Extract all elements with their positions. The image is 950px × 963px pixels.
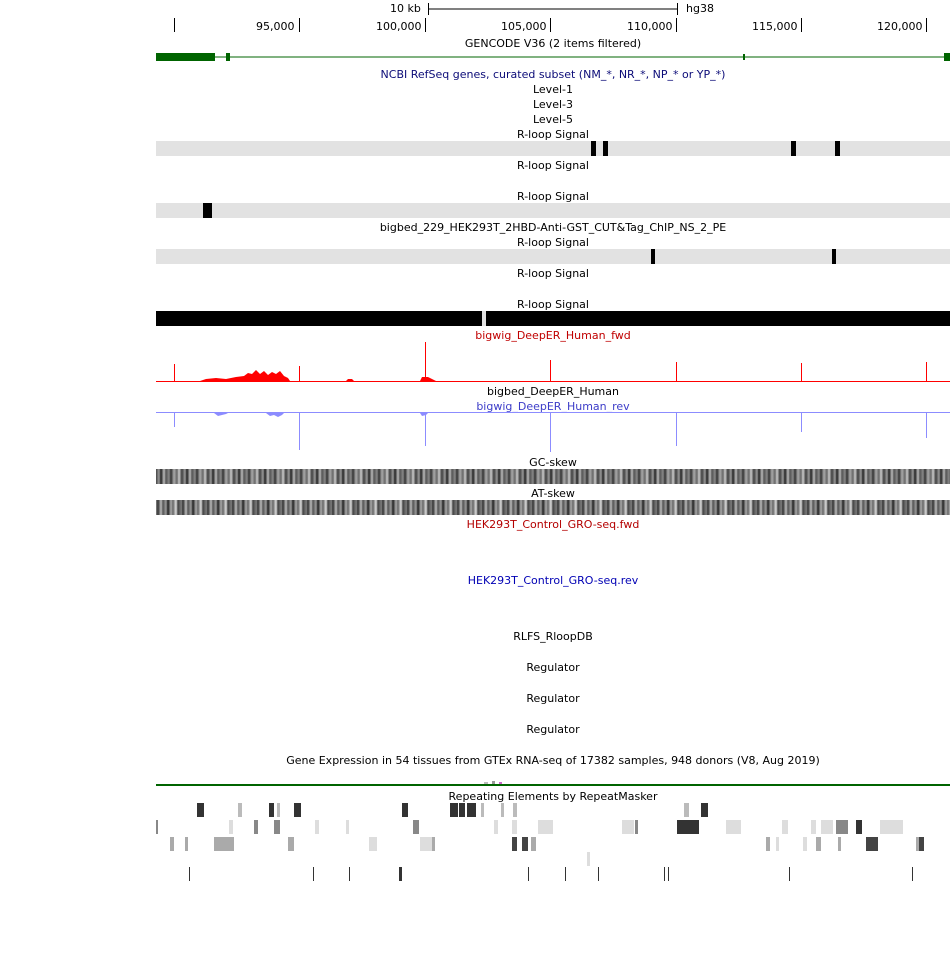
rloop-track-label-6[interactable]: R-loop Signal — [517, 298, 589, 311]
rloop-track-label-5[interactable]: R-loop Signal — [517, 267, 589, 280]
gtex-track-label[interactable]: Gene Expression in 54 tissues from GTEx … — [286, 754, 820, 767]
level1-track-label[interactable]: Level-1 — [532, 83, 573, 96]
rloop-feature[interactable] — [835, 141, 840, 156]
at-skew-track-label[interactable]: AT-skew — [531, 487, 575, 500]
position-axis — [174, 18, 927, 32]
deeper-bigbed-track-label[interactable]: bigbed_DeepER_Human — [486, 385, 619, 398]
tick-120000: 120,000 — [877, 20, 923, 33]
regulator-track-label-1[interactable]: Regulator — [526, 661, 580, 674]
deeper-fwd-track-label[interactable]: bigwig_DeepER_Human_fwd — [475, 329, 631, 342]
regulator-track-label-2[interactable]: Regulator — [526, 692, 580, 705]
scale-label: 10 kb — [390, 2, 421, 15]
rloop-feature[interactable] — [591, 141, 596, 156]
tick-110000: 110,000 — [627, 20, 673, 33]
rloop-track-4[interactable] — [156, 249, 950, 264]
rloop-feature[interactable] — [603, 141, 608, 156]
deeper-rev-track-label[interactable]: bigwig_DeepER_Human_rev — [476, 400, 630, 413]
rloop-track-label-1[interactable]: R-loop Signal — [517, 128, 589, 141]
repeatmasker-track-label[interactable]: Repeating Elements by RepeatMasker — [448, 790, 658, 803]
tick-95000: 95,000 — [256, 20, 295, 33]
deeper-fwd-signal[interactable] — [156, 342, 950, 382]
regulator-track-label-3[interactable]: Regulator — [526, 723, 580, 736]
gtex-expression-bars[interactable] — [156, 778, 950, 788]
tick-115000: 115,000 — [752, 20, 798, 33]
rloop-feature[interactable] — [651, 249, 655, 264]
assembly-label: hg38 — [686, 2, 714, 15]
rlfs-track-label[interactable]: RLFS_RloopDB — [513, 630, 593, 643]
level3-track-label[interactable]: Level-3 — [532, 98, 573, 111]
gencode-track-label[interactable]: GENCODE V36 (2 items filtered) — [464, 37, 642, 50]
tick-105000: 105,000 — [501, 20, 547, 33]
level5-track-label[interactable]: Level-5 — [532, 113, 573, 126]
rloop-feature[interactable] — [203, 203, 212, 218]
rloop-track-label-2[interactable]: R-loop Signal — [517, 159, 589, 172]
bigbed-229-track-label[interactable]: bigbed_229_HEK293T_2HBD-Anti-GST_CUT&Tag… — [379, 221, 727, 234]
gc-skew-heatmap[interactable] — [156, 469, 950, 484]
rloop-track-label-3[interactable]: R-loop Signal — [517, 190, 589, 203]
deeper-rev-signal[interactable] — [156, 412, 950, 452]
gc-skew-track-label[interactable]: GC-skew — [529, 456, 577, 469]
at-skew-heatmap[interactable] — [156, 500, 950, 515]
rloop-track-label-4[interactable]: R-loop Signal — [517, 236, 589, 249]
rloop-track-1[interactable] — [156, 141, 950, 156]
refseq-track-label[interactable]: NCBI RefSeq genes, curated subset (NM_*,… — [380, 68, 726, 81]
rloop-track-6[interactable] — [156, 311, 950, 326]
rloop-feature[interactable] — [832, 249, 836, 264]
tick-100000: 100,000 — [376, 20, 422, 33]
gencode-gene-model[interactable] — [156, 50, 950, 64]
gro-seq-fwd-track-label[interactable]: HEK293T_Control_GRO-seq.fwd — [466, 518, 640, 531]
rloop-track-3[interactable] — [156, 203, 950, 218]
gro-seq-rev-track-label[interactable]: HEK293T_Control_GRO-seq.rev — [467, 574, 639, 587]
repeatmasker-elements[interactable] — [156, 802, 950, 882]
rloop-gap — [482, 311, 486, 326]
scale-bar — [428, 3, 678, 15]
rloop-feature[interactable] — [791, 141, 796, 156]
